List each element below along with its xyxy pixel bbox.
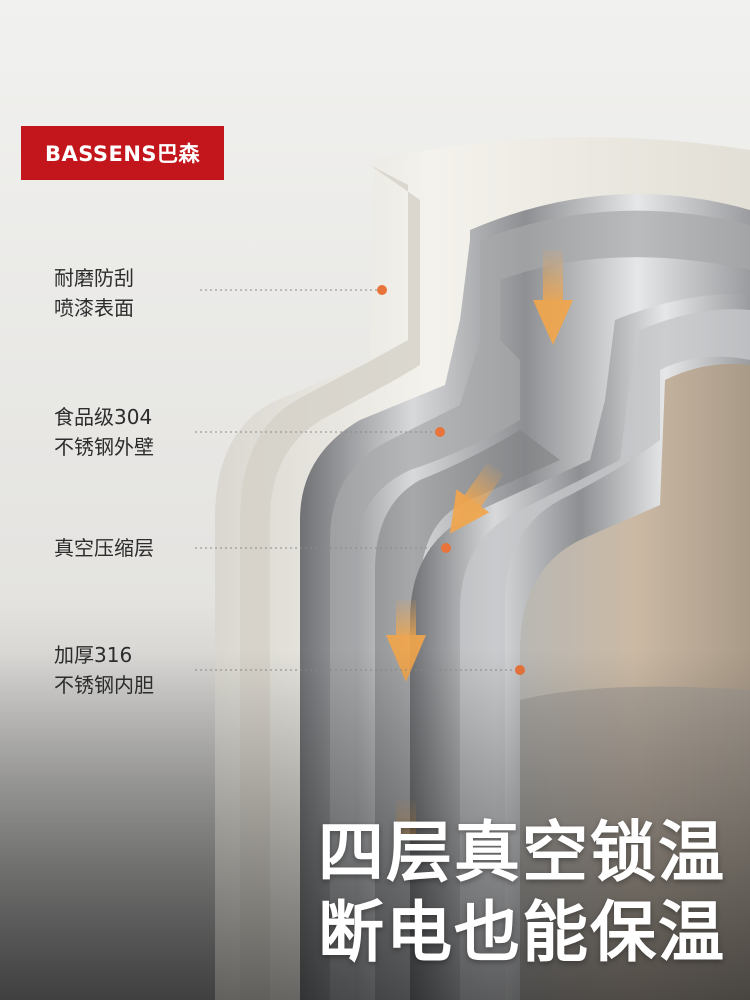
brand-logo: BASSENS巴森	[21, 126, 224, 180]
heat-arrow-icon	[533, 250, 573, 345]
label-paint-surface: 耐磨防刮 喷漆表面	[54, 263, 134, 323]
headline-line-1: 四层真空锁温	[318, 814, 726, 891]
headline-line-2: 断电也能保温	[318, 894, 726, 971]
label-line: 不锈钢内胆	[54, 673, 154, 697]
label-line: 加厚316	[54, 643, 133, 667]
label-304-outer-wall: 食品级304 不锈钢外壁	[54, 402, 154, 462]
heat-arrow-icon	[449, 462, 505, 534]
marker-dot	[441, 543, 451, 553]
label-316-inner-liner: 加厚316 不锈钢内胆	[54, 640, 154, 700]
label-line: 食品级304	[54, 405, 153, 429]
marker-dot	[377, 285, 387, 295]
label-line: 不锈钢外壁	[54, 435, 154, 459]
marker-dot	[435, 427, 445, 437]
label-line: 真空压缩层	[54, 536, 154, 560]
label-vacuum-layer: 真空压缩层	[54, 533, 154, 563]
label-line: 耐磨防刮	[54, 266, 134, 290]
label-line: 喷漆表面	[54, 296, 134, 320]
